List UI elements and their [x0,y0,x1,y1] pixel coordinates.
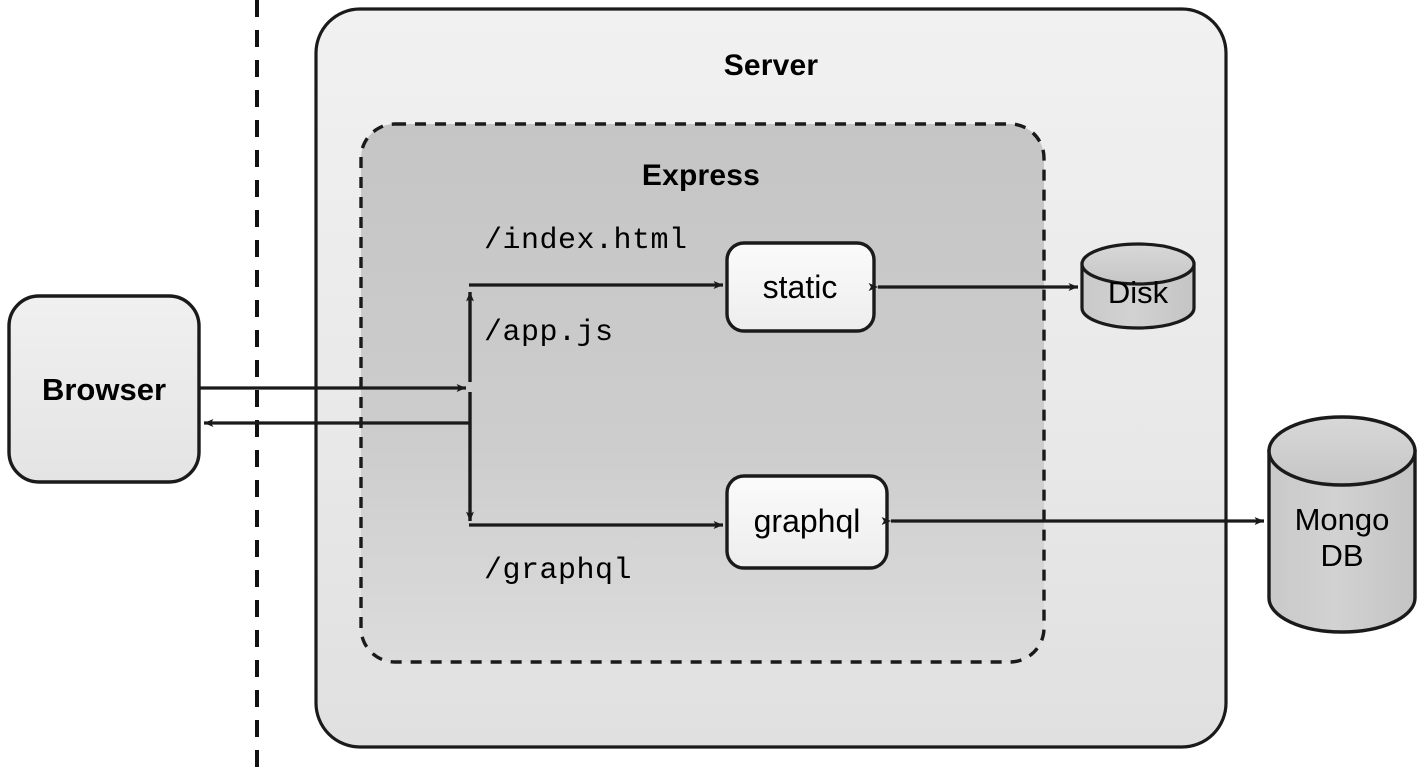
graphql-label: graphql [753,503,861,539]
browser-label: Browser [41,372,167,407]
mongodb-label-line2: DB [1320,538,1364,573]
express-title: Express [641,159,761,192]
route-label-graphql: /graphql [484,554,633,588]
route-label-index-html: /index.html [484,224,688,258]
mongodb-cylinder[interactable] [1267,415,1417,634]
disk-label: Disk [1107,275,1169,310]
disk-cylinder[interactable] [1080,242,1196,330]
server-title: Server [723,49,819,82]
express-container [359,122,1046,664]
mongodb-label-line1: Mongo [1294,502,1390,537]
route-label-app-js: /app.js [484,316,614,350]
static-label: static [762,269,838,305]
